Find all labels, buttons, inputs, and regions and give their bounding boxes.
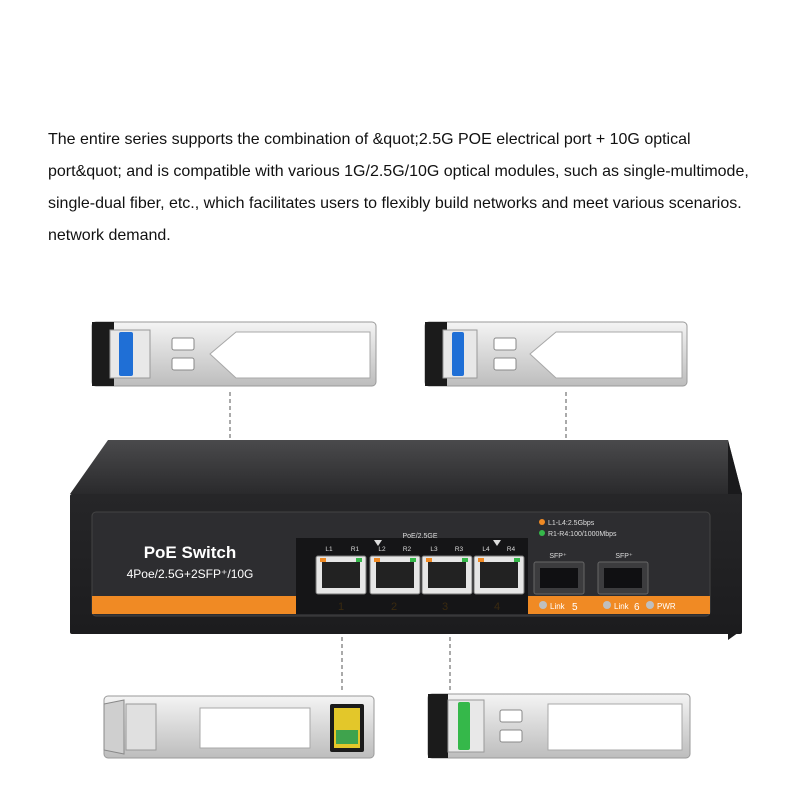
sfp-module-top-right xyxy=(424,321,688,387)
link6-led-icon xyxy=(603,601,611,609)
led-labels: L1 R1 L2 R2 L3 R3 L4 R4 xyxy=(325,546,515,553)
legend-text: L1-L4:2.5Gbps xyxy=(548,520,595,527)
sfp-module-bottom-right xyxy=(427,693,691,759)
led-label: L1 xyxy=(325,546,333,553)
port-number: 3 xyxy=(442,601,448,613)
link-label: Link xyxy=(614,602,630,611)
sfp-number: 5 xyxy=(572,602,578,613)
led-label: L2 xyxy=(378,546,386,553)
pwr-label: PWR xyxy=(657,602,676,611)
sfp-module-top-left xyxy=(91,321,377,387)
led-label: R3 xyxy=(455,546,464,553)
poe-switch: PoE Switch 4Poe/2.5G+2SFP⁺/10G PoE/2.5GE… xyxy=(70,440,742,640)
latch-green-icon xyxy=(458,702,470,750)
legend-text: R1-R4:100/1000Mbps xyxy=(548,531,617,538)
arrow-down-icon xyxy=(374,540,382,546)
lc-connector-blue-icon xyxy=(452,332,464,376)
sfp-module-bottom-left xyxy=(103,695,375,759)
sfp-number: 6 xyxy=(634,602,640,613)
device-subtitle: 4Poe/2.5G+2SFP⁺/10G xyxy=(127,567,254,581)
sfp-label: SFP⁺ xyxy=(615,553,633,560)
port-numbers: 1 2 3 4 xyxy=(338,601,500,613)
link-label: Link xyxy=(550,602,566,611)
port-number: 4 xyxy=(494,601,500,613)
led-label: L3 xyxy=(430,546,438,553)
arrow-down-icon xyxy=(493,540,501,546)
port-number: 1 xyxy=(338,601,344,613)
sfp-label: SFP⁺ xyxy=(549,553,567,560)
port-number: 2 xyxy=(391,601,397,613)
legend-green-dot-icon xyxy=(539,530,545,536)
lc-connector-blue-icon xyxy=(119,332,133,376)
port-group-label: PoE/2.5GE xyxy=(402,533,437,540)
description-text: The entire series supports the combinati… xyxy=(48,131,749,244)
link5-led-icon xyxy=(539,601,547,609)
led-label: L4 xyxy=(482,546,490,553)
rj45-ports xyxy=(315,555,525,595)
led-label: R2 xyxy=(403,546,412,553)
device-title: PoE Switch xyxy=(144,543,237,562)
sfp-ports xyxy=(533,561,649,595)
pwr-led-icon xyxy=(646,601,654,609)
led-label: R1 xyxy=(351,546,360,553)
led-label: R4 xyxy=(507,546,516,553)
legend-orange-dot-icon xyxy=(539,519,545,525)
